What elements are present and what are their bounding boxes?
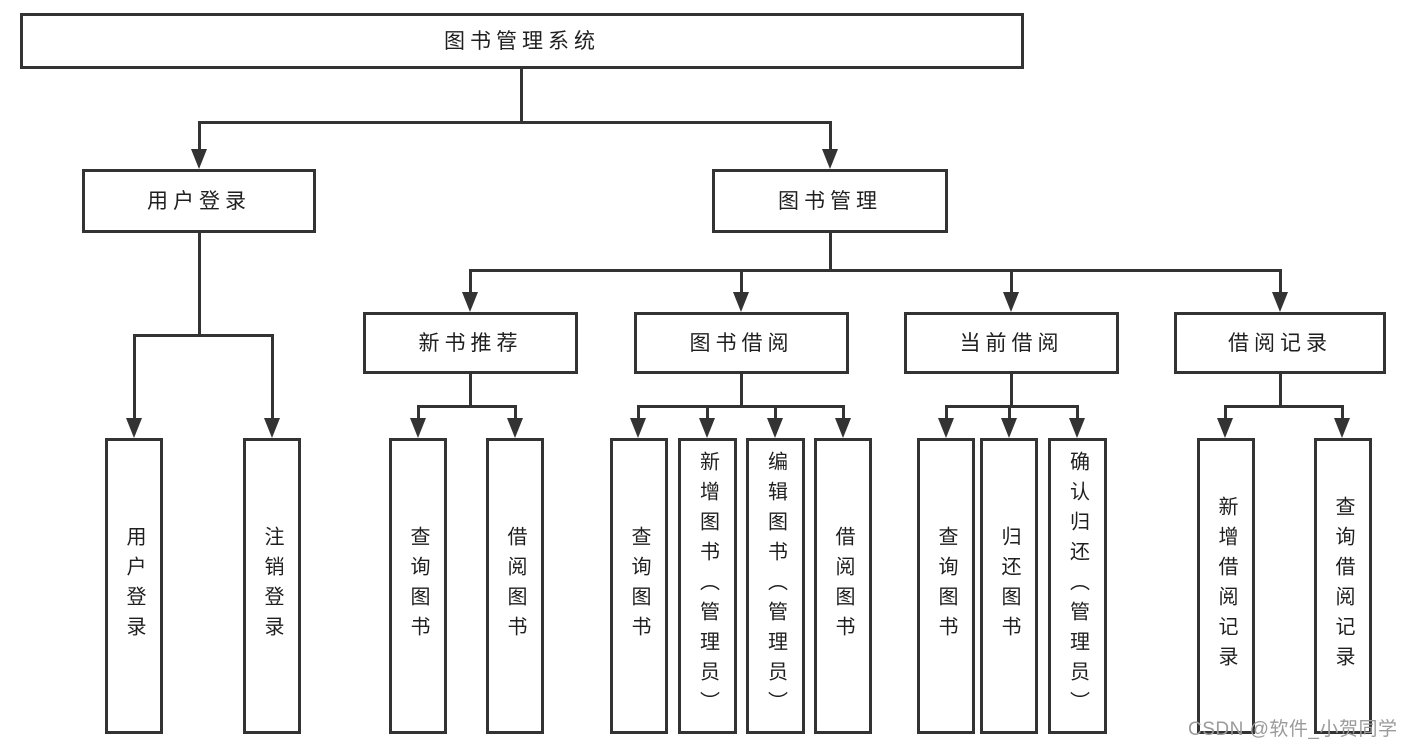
- arrowhead-down-icon: [938, 418, 954, 438]
- connector-vline: [706, 405, 709, 420]
- connector-vline: [271, 334, 274, 420]
- connector-vline: [1010, 269, 1013, 295]
- connector-vline: [514, 405, 517, 420]
- node-label: 编辑图书（管理员）: [764, 451, 787, 721]
- node-label: 借阅图书: [832, 526, 854, 646]
- node-label: 图书借阅: [689, 331, 794, 355]
- node-label: 查询图书: [628, 526, 650, 646]
- arrowhead-down-icon: [191, 149, 207, 169]
- arrowhead-down-icon: [126, 418, 142, 438]
- arrowhead-down-icon: [507, 418, 523, 438]
- arrowhead-down-icon: [1272, 292, 1288, 312]
- node-label: 借阅图书: [504, 526, 526, 646]
- connector-hline: [945, 405, 1079, 408]
- node-label: 查询图书: [935, 526, 957, 646]
- node-user-login-branch: 用户登录: [82, 169, 316, 233]
- connector-vline: [842, 405, 845, 420]
- arrowhead-down-icon: [835, 418, 851, 438]
- connector-vline: [1008, 405, 1011, 420]
- connector-vline: [740, 269, 743, 295]
- node-label: 新增图书（管理员）: [696, 451, 719, 721]
- node-label: 用户登录: [123, 526, 145, 646]
- connector-vline: [520, 69, 523, 123]
- arrowhead-down-icon: [1001, 418, 1017, 438]
- node-new-book-recommend: 新书推荐: [363, 312, 578, 374]
- arrowhead-down-icon: [733, 292, 749, 312]
- node-label: 图书管理: [778, 189, 882, 213]
- connector-vline: [198, 121, 201, 151]
- node-borrowing-records: 借阅记录: [1174, 312, 1386, 374]
- node-current-borrowing: 当前借阅: [904, 312, 1119, 374]
- connector-vline: [637, 405, 640, 420]
- leaf-query-books-current: 查询图书: [917, 438, 975, 734]
- connector-vline: [1224, 405, 1227, 420]
- csdn-watermark: CSDN @软件_小贺同学: [1188, 719, 1398, 740]
- node-label: 用户登录: [147, 189, 251, 213]
- connector-vline: [133, 334, 136, 420]
- leaf-edit-books-admin: 编辑图书（管理员）: [746, 438, 805, 734]
- arrowhead-down-icon: [699, 418, 715, 438]
- connector-hline: [1224, 405, 1343, 408]
- leaf-return-books: 归还图书: [980, 438, 1038, 734]
- arrowhead-down-icon: [264, 418, 280, 438]
- node-label: 查询图书: [407, 526, 429, 646]
- arrowhead-down-icon: [1217, 418, 1233, 438]
- arrowhead-down-icon: [1003, 292, 1019, 312]
- leaf-borrow-books-recommend: 借阅图书: [486, 438, 544, 734]
- node-book-borrowing: 图书借阅: [634, 312, 849, 374]
- node-label: 当前借阅: [959, 331, 1064, 355]
- connector-vline: [1279, 374, 1282, 407]
- connector-vline: [945, 405, 948, 420]
- arrowhead-down-icon: [1069, 418, 1085, 438]
- leaf-query-books-borrowing: 查询图书: [610, 438, 668, 734]
- arrowhead-down-icon: [767, 418, 783, 438]
- node-label: 图书管理系统: [444, 29, 600, 53]
- connector-vline: [1279, 269, 1282, 295]
- node-label: 归还图书: [998, 526, 1020, 646]
- connector-hline: [198, 121, 832, 124]
- connector-vline: [829, 121, 832, 151]
- arrowhead-down-icon: [630, 418, 646, 438]
- leaf-query-borrow-record: 查询借阅记录: [1314, 438, 1372, 734]
- connector-vline: [469, 269, 472, 295]
- connector-vline: [829, 233, 832, 272]
- connector-vline: [1076, 405, 1079, 420]
- connector-hline: [133, 334, 274, 337]
- connector-vline: [740, 374, 743, 407]
- connector-hline: [637, 405, 844, 408]
- node-library-management-system: 图书管理系统: [20, 13, 1024, 69]
- node-label: 注销登录: [261, 526, 283, 646]
- arrowhead-down-icon: [1334, 418, 1350, 438]
- connector-vline: [469, 374, 472, 407]
- leaf-add-borrow-record: 新增借阅记录: [1197, 438, 1255, 734]
- arrowhead-down-icon: [410, 418, 426, 438]
- node-label: 新书推荐: [418, 331, 523, 355]
- leaf-user-login: 用户登录: [105, 438, 163, 734]
- connector-vline: [1341, 405, 1344, 420]
- leaf-logout: 注销登录: [243, 438, 301, 734]
- connector-hline: [469, 269, 1282, 272]
- connector-vline: [1010, 374, 1013, 407]
- leaf-confirm-return-admin: 确认归还（管理员）: [1048, 438, 1107, 734]
- connector-hline: [417, 405, 516, 408]
- connector-vline: [774, 405, 777, 420]
- leaf-borrow-books: 借阅图书: [814, 438, 872, 734]
- leaf-add-books-admin: 新增图书（管理员）: [678, 438, 737, 734]
- arrowhead-down-icon: [822, 149, 838, 169]
- connector-vline: [417, 405, 420, 420]
- node-label: 查询借阅记录: [1332, 496, 1354, 676]
- arrowhead-down-icon: [462, 292, 478, 312]
- node-label: 借阅记录: [1228, 331, 1332, 355]
- leaf-query-books-recommend: 查询图书: [389, 438, 447, 734]
- node-book-management-branch: 图书管理: [712, 169, 948, 233]
- node-label: 确认归还（管理员）: [1066, 451, 1089, 721]
- node-label: 新增借阅记录: [1215, 496, 1237, 676]
- connector-vline: [198, 233, 201, 337]
